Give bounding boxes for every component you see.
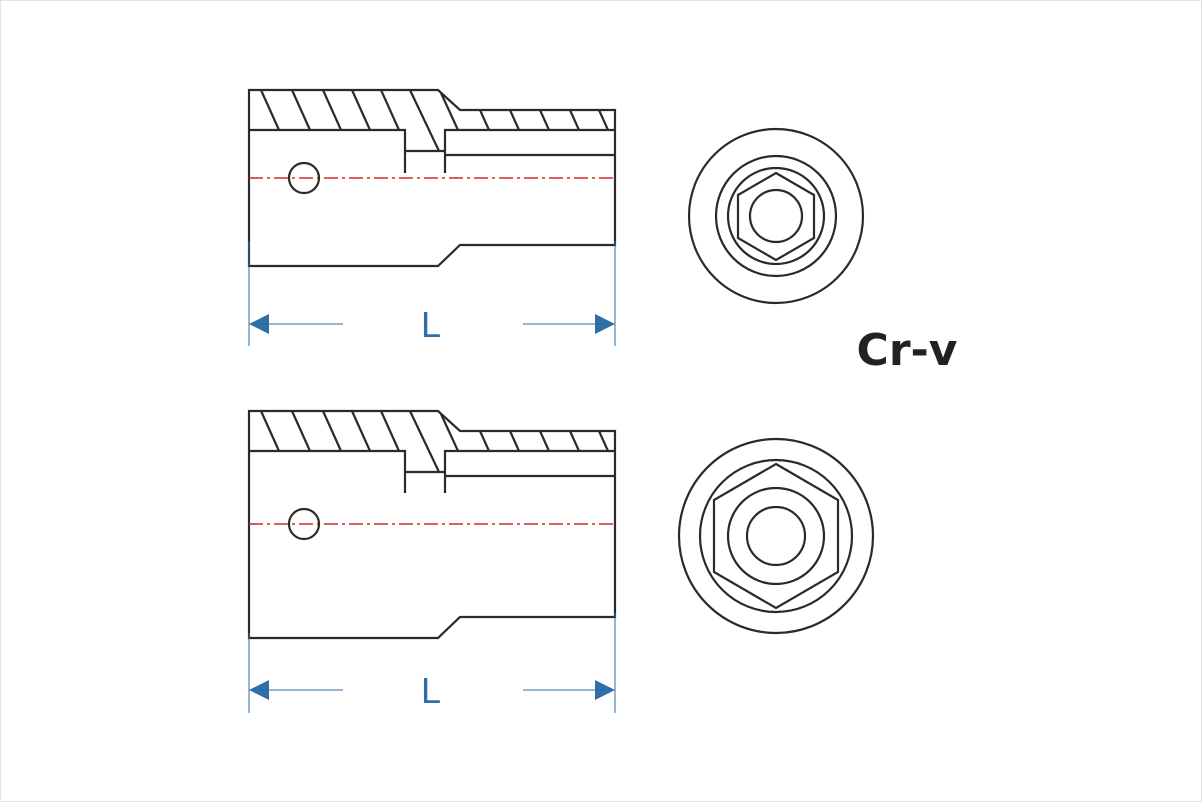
material-label: Cr-v (857, 325, 958, 376)
end-view-bottom (677, 437, 875, 635)
pin-hole (287, 161, 321, 195)
arrow-left-icon (249, 314, 269, 334)
dimension-bottom: L (248, 613, 616, 713)
hatching (259, 410, 610, 473)
socket-section-top (247, 88, 617, 268)
dimension-label: L (421, 670, 441, 711)
hatching (259, 89, 610, 152)
end-view-top (687, 127, 865, 305)
hex-socket-icon (736, 171, 816, 262)
hex-socket-icon (712, 462, 840, 610)
dimension-label: L (421, 304, 441, 345)
dimension-top: L (248, 241, 616, 346)
arrow-right-icon (595, 680, 615, 700)
arrow-right-icon (595, 314, 615, 334)
socket-section-bottom (247, 409, 617, 640)
pin-hole (287, 507, 321, 541)
arrow-left-icon (249, 680, 269, 700)
